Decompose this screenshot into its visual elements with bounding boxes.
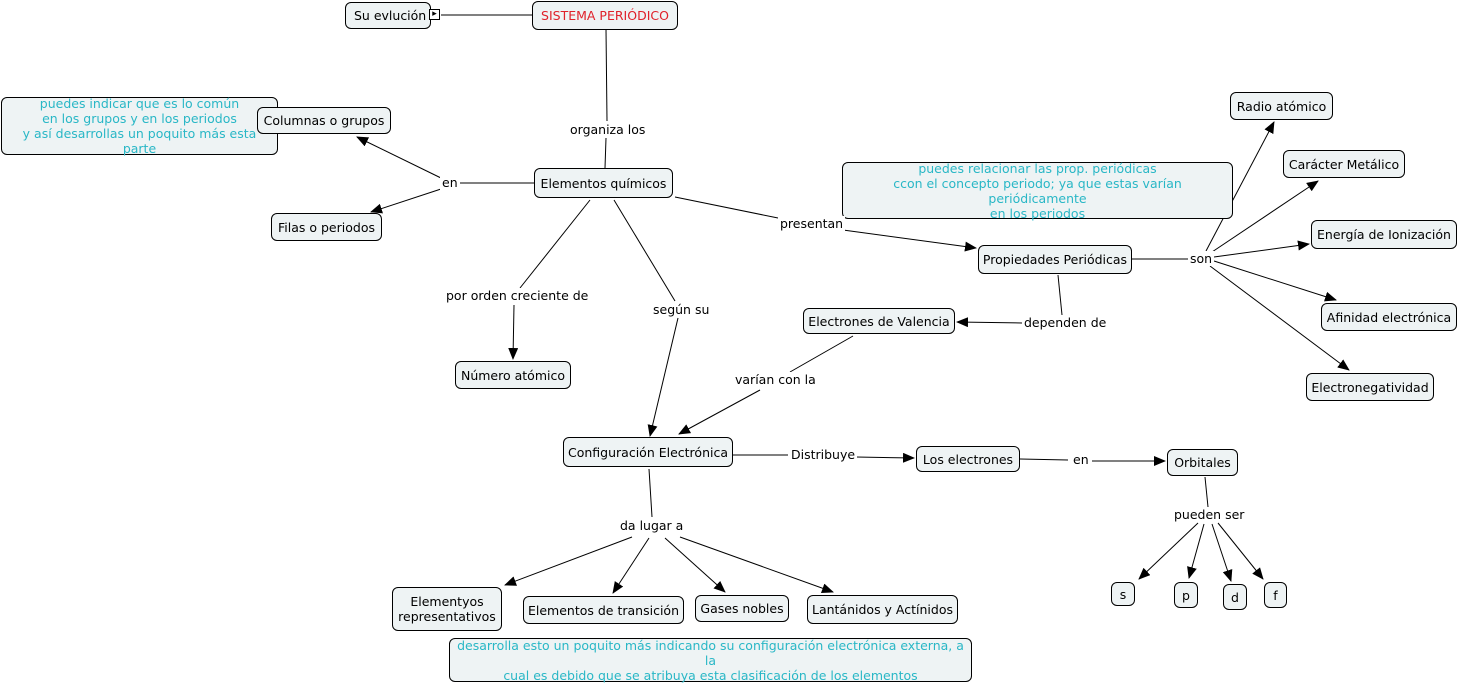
edge-dalugar-transicion — [612, 537, 650, 594]
link-label-da-lugar: da lugar a — [618, 518, 686, 533]
node-radio-atomico[interactable]: Radio atómico — [1230, 92, 1333, 120]
link-label-segun: según su — [651, 302, 712, 317]
edge-pueden-s — [1138, 522, 1199, 580]
link-label-en-orbitales: en — [1071, 452, 1091, 467]
edge-son-radio — [1205, 121, 1275, 252]
node-elementos-quimicos[interactable]: Elementos químicos — [534, 168, 673, 198]
edge-varian-config — [678, 389, 761, 435]
node-gases-nobles[interactable]: Gases nobles — [695, 595, 789, 622]
node-energia-ionizacion[interactable]: Energía de Ionización — [1311, 220, 1457, 249]
link-icon[interactable]: ▸ — [429, 9, 440, 20]
edge-en-filas — [370, 188, 442, 214]
edge-son-ionizacion — [1213, 240, 1310, 258]
link-label-en-grupos: en — [440, 175, 460, 190]
node-orbital-s[interactable]: s — [1111, 582, 1135, 606]
edge-segun-config — [647, 317, 679, 437]
edge-elementos-segun — [613, 199, 676, 302]
node-orbital-f[interactable]: f — [1264, 582, 1287, 608]
note-grupos: puedes indicar que es lo común en los gr… — [1, 96, 278, 156]
link-label-pueden-ser: pueden ser — [1172, 507, 1247, 522]
node-columnas-grupos[interactable]: Columnas o grupos — [257, 107, 391, 134]
edge-son-electroneg — [1209, 265, 1350, 371]
node-elementos-representativos[interactable]: Elementyos representativos — [392, 587, 502, 631]
edge-pueden-f — [1217, 522, 1264, 580]
edge-son-metalico — [1211, 180, 1319, 253]
edge-distribuye-electrones — [855, 452, 915, 463]
node-configuracion-electronica[interactable]: Configuración Electrónica — [563, 437, 733, 467]
edge-dalugar-representativos — [504, 536, 633, 586]
edge-son-afinidad — [1213, 260, 1337, 302]
edge-dependen-valencia — [956, 317, 1023, 328]
edge-elementos-presentan — [674, 196, 779, 219]
node-electronegatividad[interactable]: Electronegatividad — [1306, 373, 1434, 401]
node-los-electrones[interactable]: Los electrones — [916, 446, 1020, 472]
edge-config-dalugar — [648, 468, 653, 518]
node-lantanidos-actinidos[interactable]: Lantánidos y Actínidos — [807, 595, 958, 624]
link-label-organiza: organiza los — [568, 122, 648, 137]
link-label-distribuye: Distribuye — [789, 447, 858, 462]
edge-valencia-varian — [789, 335, 854, 373]
edge-orbitales-pueden — [1204, 476, 1209, 508]
link-label-son: son — [1188, 251, 1215, 266]
edge-pueden-p — [1187, 523, 1205, 579]
note-clasificacion: desarrolla esto un poquito más indicando… — [449, 638, 972, 683]
node-orbital-d[interactable]: d — [1223, 584, 1247, 610]
node-sistema-periodico[interactable]: SISTEMA PERIÓDICO — [532, 1, 678, 30]
node-electrones-valencia[interactable]: Electrones de Valencia — [803, 308, 955, 334]
note-propiedades: puedes relacionar las prop. periódicas c… — [842, 161, 1233, 221]
node-afinidad-electronica[interactable]: Afinidad electrónica — [1321, 303, 1457, 331]
link-label-presentan: presentan — [778, 216, 846, 231]
edge-electrones-en — [1019, 458, 1069, 461]
edge-sistema-organiza — [605, 28, 608, 122]
edge-dalugar-nobles — [664, 537, 726, 593]
node-propiedades-periodicas[interactable]: Propiedades Periódicas — [978, 245, 1132, 274]
node-filas-periodos[interactable]: Filas o periodos — [271, 213, 382, 241]
link-label-varian: varían con la — [733, 372, 818, 387]
edge-propiedades-dependen — [1057, 274, 1063, 316]
node-orbitales[interactable]: Orbitales — [1167, 449, 1238, 476]
node-numero-atomico[interactable]: Número atómico — [455, 361, 571, 389]
edge-organiza-elementos — [604, 137, 607, 169]
node-su-evolucion[interactable]: Su evlución — [345, 2, 431, 29]
link-label-dependen: dependen de — [1022, 315, 1109, 330]
edge-pueden-d — [1211, 523, 1233, 582]
node-elementos-transicion[interactable]: Elementos de transición — [523, 596, 684, 624]
link-label-por-orden: por orden creciente de — [444, 288, 591, 303]
edge-porden-numero — [508, 304, 519, 360]
node-orbital-p[interactable]: p — [1174, 582, 1198, 608]
edge-elementos-porden — [519, 199, 591, 289]
edge-presentan-propiedades — [842, 229, 977, 252]
edge-dalugar-lantanidos — [679, 536, 834, 593]
edge-en-columnas — [356, 136, 442, 179]
node-caracter-metalico[interactable]: Carácter Metálico — [1283, 150, 1405, 178]
